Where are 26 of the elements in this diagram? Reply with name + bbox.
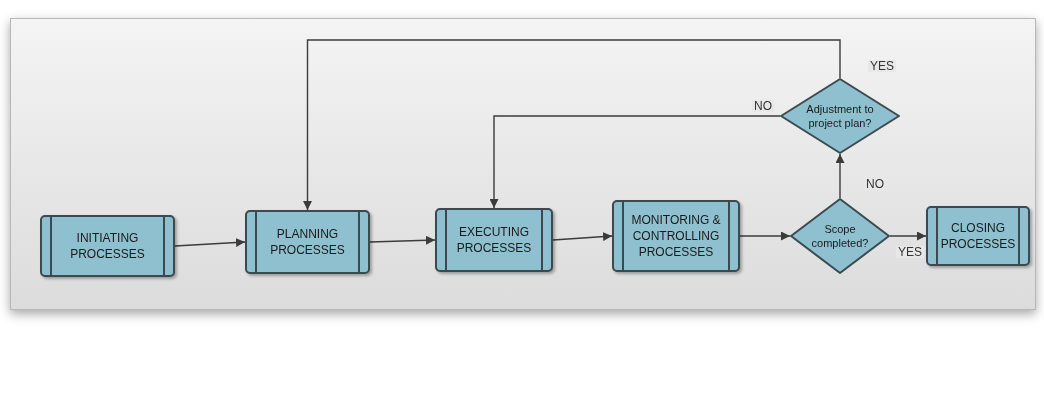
process-box	[435, 208, 553, 272]
edge-label: YES	[868, 60, 896, 72]
node-text: Adjustment to project plan?	[805, 102, 875, 130]
edge-label: YES	[896, 246, 924, 258]
decision-diamond	[780, 78, 900, 154]
arrow	[174, 238, 246, 247]
arrow	[489, 115, 781, 209]
process-box	[926, 206, 1030, 266]
decision-diamond	[790, 198, 890, 274]
node-text: EXECUTING PROCESSES	[455, 224, 533, 256]
node-text: INITIATING PROCESSES	[69, 230, 146, 262]
arrow	[303, 39, 841, 211]
node-text: MONITORING & CONTROLLING PROCESSES	[630, 212, 722, 260]
process-box	[40, 215, 175, 277]
arrow	[552, 232, 613, 242]
node-text: PLANNING PROCESSES	[269, 226, 346, 258]
arrow	[889, 231, 927, 241]
edge-label: NO	[864, 178, 886, 190]
node-text: Scope completed?	[811, 222, 869, 250]
process-box	[245, 210, 370, 274]
process-box	[612, 200, 740, 272]
arrow	[739, 231, 791, 241]
edge-label: NO	[752, 100, 774, 112]
arrow	[369, 235, 436, 245]
node-text: CLOSING PROCESSES	[940, 220, 1016, 252]
arrow	[835, 153, 845, 199]
